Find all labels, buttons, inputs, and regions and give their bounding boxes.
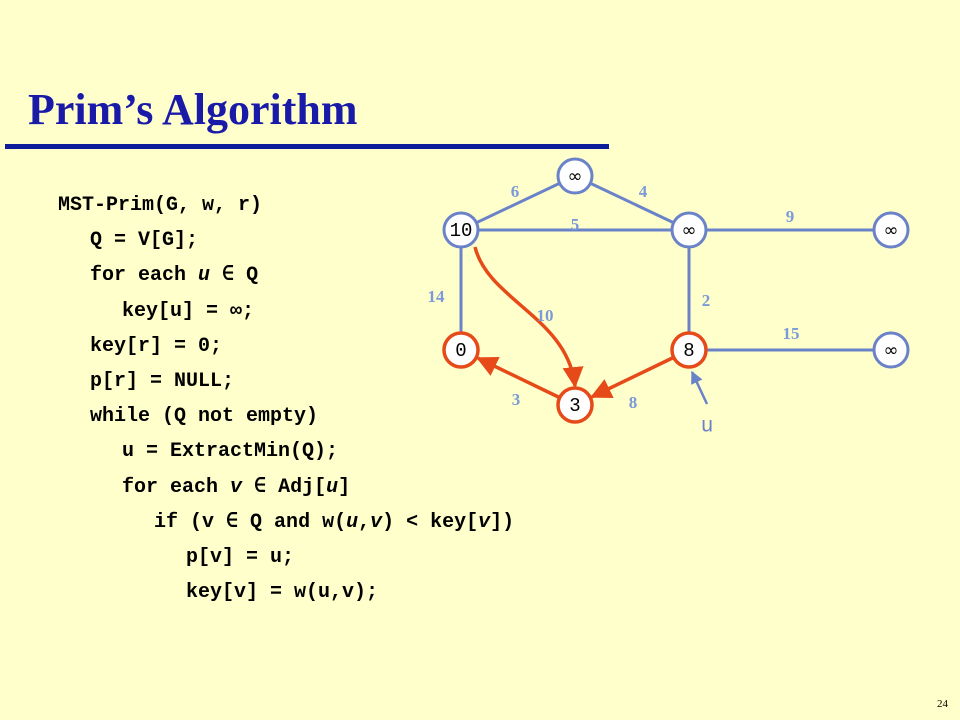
- code-token: ) < key[: [382, 510, 479, 534]
- code-token: for each: [90, 264, 199, 288]
- code-token: while (Q not empty): [90, 405, 319, 429]
- code-token: ]): [490, 510, 515, 534]
- node-key-label: 3: [569, 395, 580, 417]
- code-line: key[u] = ∞;: [58, 294, 514, 329]
- code-line: for each v ∈ Adj[u]: [58, 470, 514, 505]
- edge-weight-label: 3: [512, 390, 521, 409]
- node-key-label: 8: [683, 340, 694, 362]
- code-token: key[u] = ∞;: [122, 299, 255, 323]
- node-key-label: ∞: [884, 220, 899, 241]
- edge-weight-label: 14: [428, 287, 446, 306]
- graph-edge: [460, 174, 576, 232]
- code-line: for each u ∈ Q: [58, 258, 514, 293]
- nodes-layer: ∞ 10 ∞ ∞ 0 3 8 ∞: [442, 157, 910, 424]
- code-token: u: [198, 264, 211, 288]
- slide-title: Prim’s Algorithm: [28, 85, 358, 134]
- code-token: ∈ Adj[: [242, 475, 327, 499]
- current-vertex-label: u: [701, 416, 714, 439]
- code-token: p[v] = u;: [186, 545, 295, 569]
- graph-node: [442, 211, 480, 249]
- graph-node: [670, 331, 708, 369]
- code-token: u: [346, 510, 359, 534]
- code-line: key[v] = w(u,v);: [58, 575, 514, 610]
- node-key-label: ∞: [568, 166, 583, 187]
- code-token: v: [230, 475, 243, 499]
- code-line: Q = V[G];: [58, 223, 514, 258]
- code-line: if (v ∈ Q and w(u,v) < key[v]): [58, 505, 514, 540]
- code-line: while (Q not empty): [58, 399, 514, 434]
- tree-edge: [476, 356, 561, 400]
- graph-node: [442, 331, 480, 369]
- page-number: 24: [937, 698, 948, 710]
- code-line: key[r] = 0;: [58, 329, 514, 364]
- code-token: u: [326, 475, 339, 499]
- node-key-label: ∞: [682, 220, 697, 241]
- node-key-label: ∞: [884, 340, 899, 361]
- labels-layer: 6 4 5 9 14 2 15 10 3 8 u: [428, 182, 800, 439]
- code-token: u = ExtractMin(Q);: [122, 440, 339, 464]
- graph-edge: [574, 174, 690, 232]
- code-token: v: [370, 510, 383, 534]
- tree-edge: [590, 355, 675, 399]
- graph-node: [872, 211, 910, 249]
- code-token: v: [478, 510, 491, 534]
- code-block: MST-Prim(G, w, r) Q = V[G]; for each u ∈ Q…: [58, 188, 514, 610]
- code-line: MST-Prim(G, w, r): [58, 188, 514, 223]
- graph-node: [872, 331, 910, 369]
- current-vertex-pointer: [690, 370, 709, 405]
- edge-weight-label: 4: [639, 182, 648, 201]
- code-token: Q = V[G];: [90, 229, 199, 253]
- edge-weight-label: 2: [702, 291, 711, 310]
- code-line: u = ExtractMin(Q);: [58, 434, 514, 469]
- tree-edge: [473, 246, 584, 389]
- code-line: p[r] = NULL;: [58, 364, 514, 399]
- code-token: MST-Prim(G, w, r): [58, 194, 263, 217]
- edge-weight-label: 9: [786, 207, 795, 226]
- code-token: ]: [338, 475, 351, 499]
- edge-weight-label: 5: [571, 215, 580, 234]
- code-token: key[v] = w(u,v);: [186, 581, 379, 605]
- title-underline: [5, 144, 609, 149]
- node-key-label: 0: [455, 340, 466, 362]
- code-token: p[r] = NULL;: [90, 369, 235, 393]
- graph-node: [556, 386, 594, 424]
- edges-layer: [459, 174, 891, 400]
- code-token: ,: [358, 510, 371, 534]
- code-token: if (v ∈ Q and w(: [154, 510, 347, 534]
- edge-weight-label: 6: [511, 182, 520, 201]
- node-key-label: 10: [450, 220, 473, 242]
- edge-weight-label: 8: [629, 393, 638, 412]
- code-line: p[v] = u;: [58, 540, 514, 575]
- code-token: for each: [122, 475, 231, 499]
- code-token: ∈ Q: [210, 264, 259, 288]
- edge-weight-label: 10: [537, 306, 554, 325]
- edge-weight-label: 15: [783, 324, 800, 343]
- graph-node: [556, 157, 594, 195]
- graph-node: [670, 211, 708, 249]
- code-token: key[r] = 0;: [90, 334, 223, 358]
